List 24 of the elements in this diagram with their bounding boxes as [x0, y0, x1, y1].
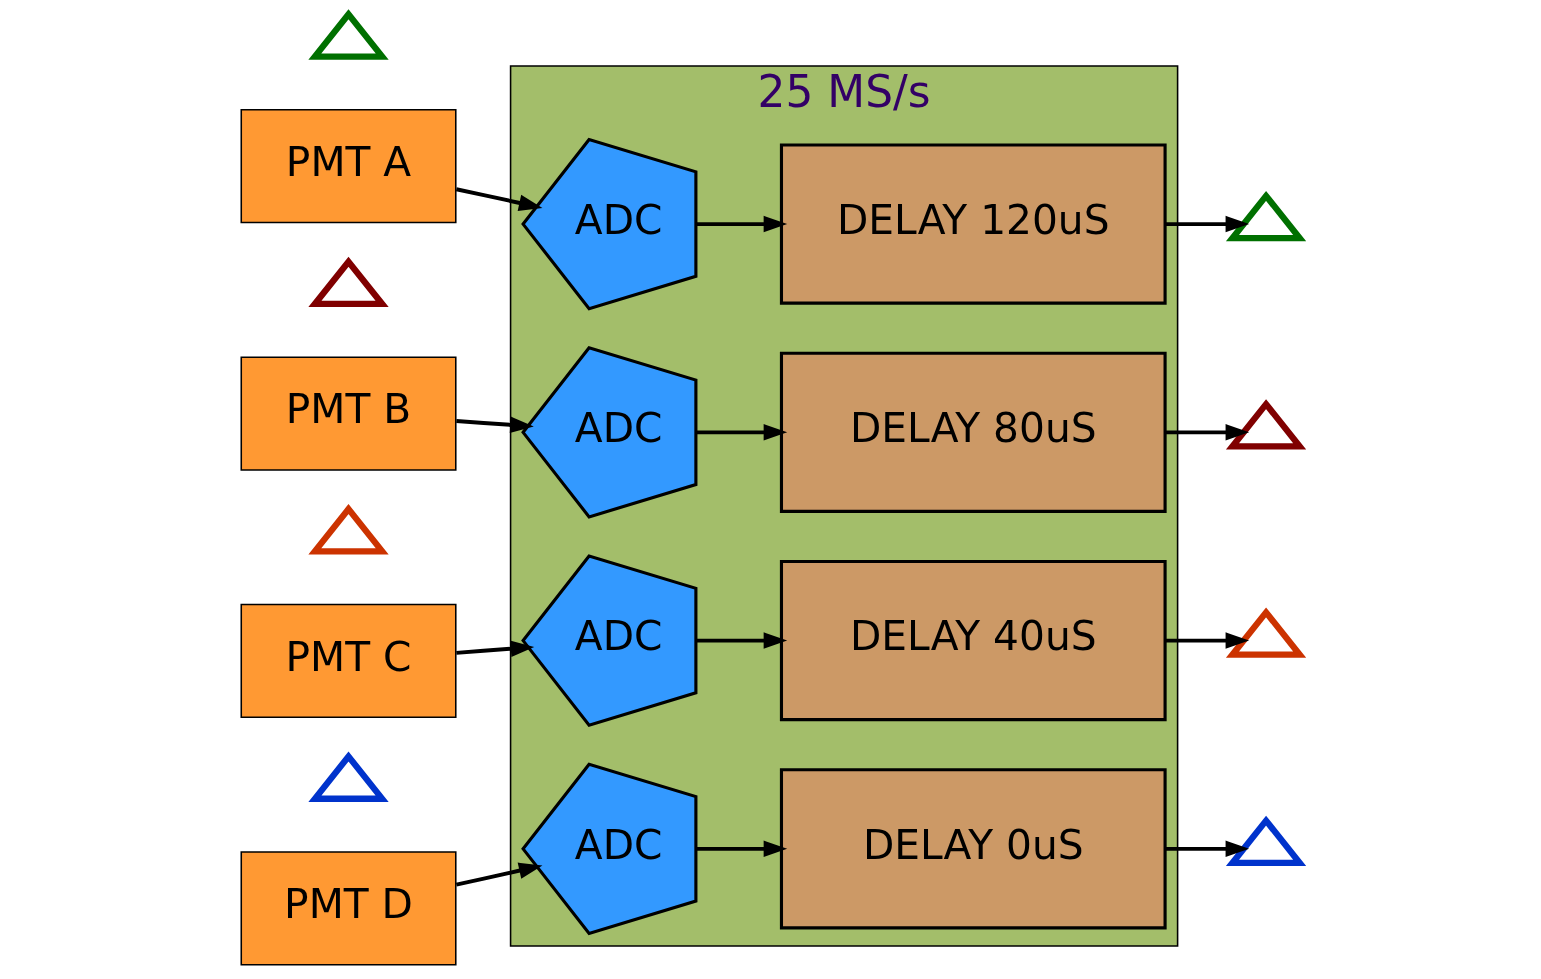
- arrow: [455, 862, 543, 887]
- arrow: [1165, 840, 1250, 858]
- node-box: DELAY 40uS: [779, 559, 1167, 722]
- node-pulse: [308, 751, 389, 802]
- arrow: [456, 416, 534, 434]
- node-box: PMT A: [240, 109, 457, 224]
- arrow: [696, 215, 788, 233]
- node-box: DELAY 120uS: [779, 143, 1167, 305]
- arrow: [455, 187, 543, 211]
- arrow: [1165, 632, 1250, 649]
- node-box: DELAY 80uS: [779, 351, 1167, 513]
- arrow: [696, 424, 788, 441]
- node-pulse: [308, 504, 389, 555]
- node-box: PMT C: [240, 603, 457, 719]
- arrow: [1165, 424, 1250, 441]
- node-box: PMT B: [240, 356, 457, 471]
- arrow: [696, 632, 788, 649]
- node-pulse: [308, 256, 389, 308]
- node-pulse: [308, 9, 389, 60]
- arrow: [456, 640, 535, 657]
- node-box: DELAY 0uS: [779, 768, 1167, 930]
- node-box: PMT D: [240, 851, 457, 966]
- arrow: [696, 840, 788, 858]
- arrow: [1165, 215, 1250, 233]
